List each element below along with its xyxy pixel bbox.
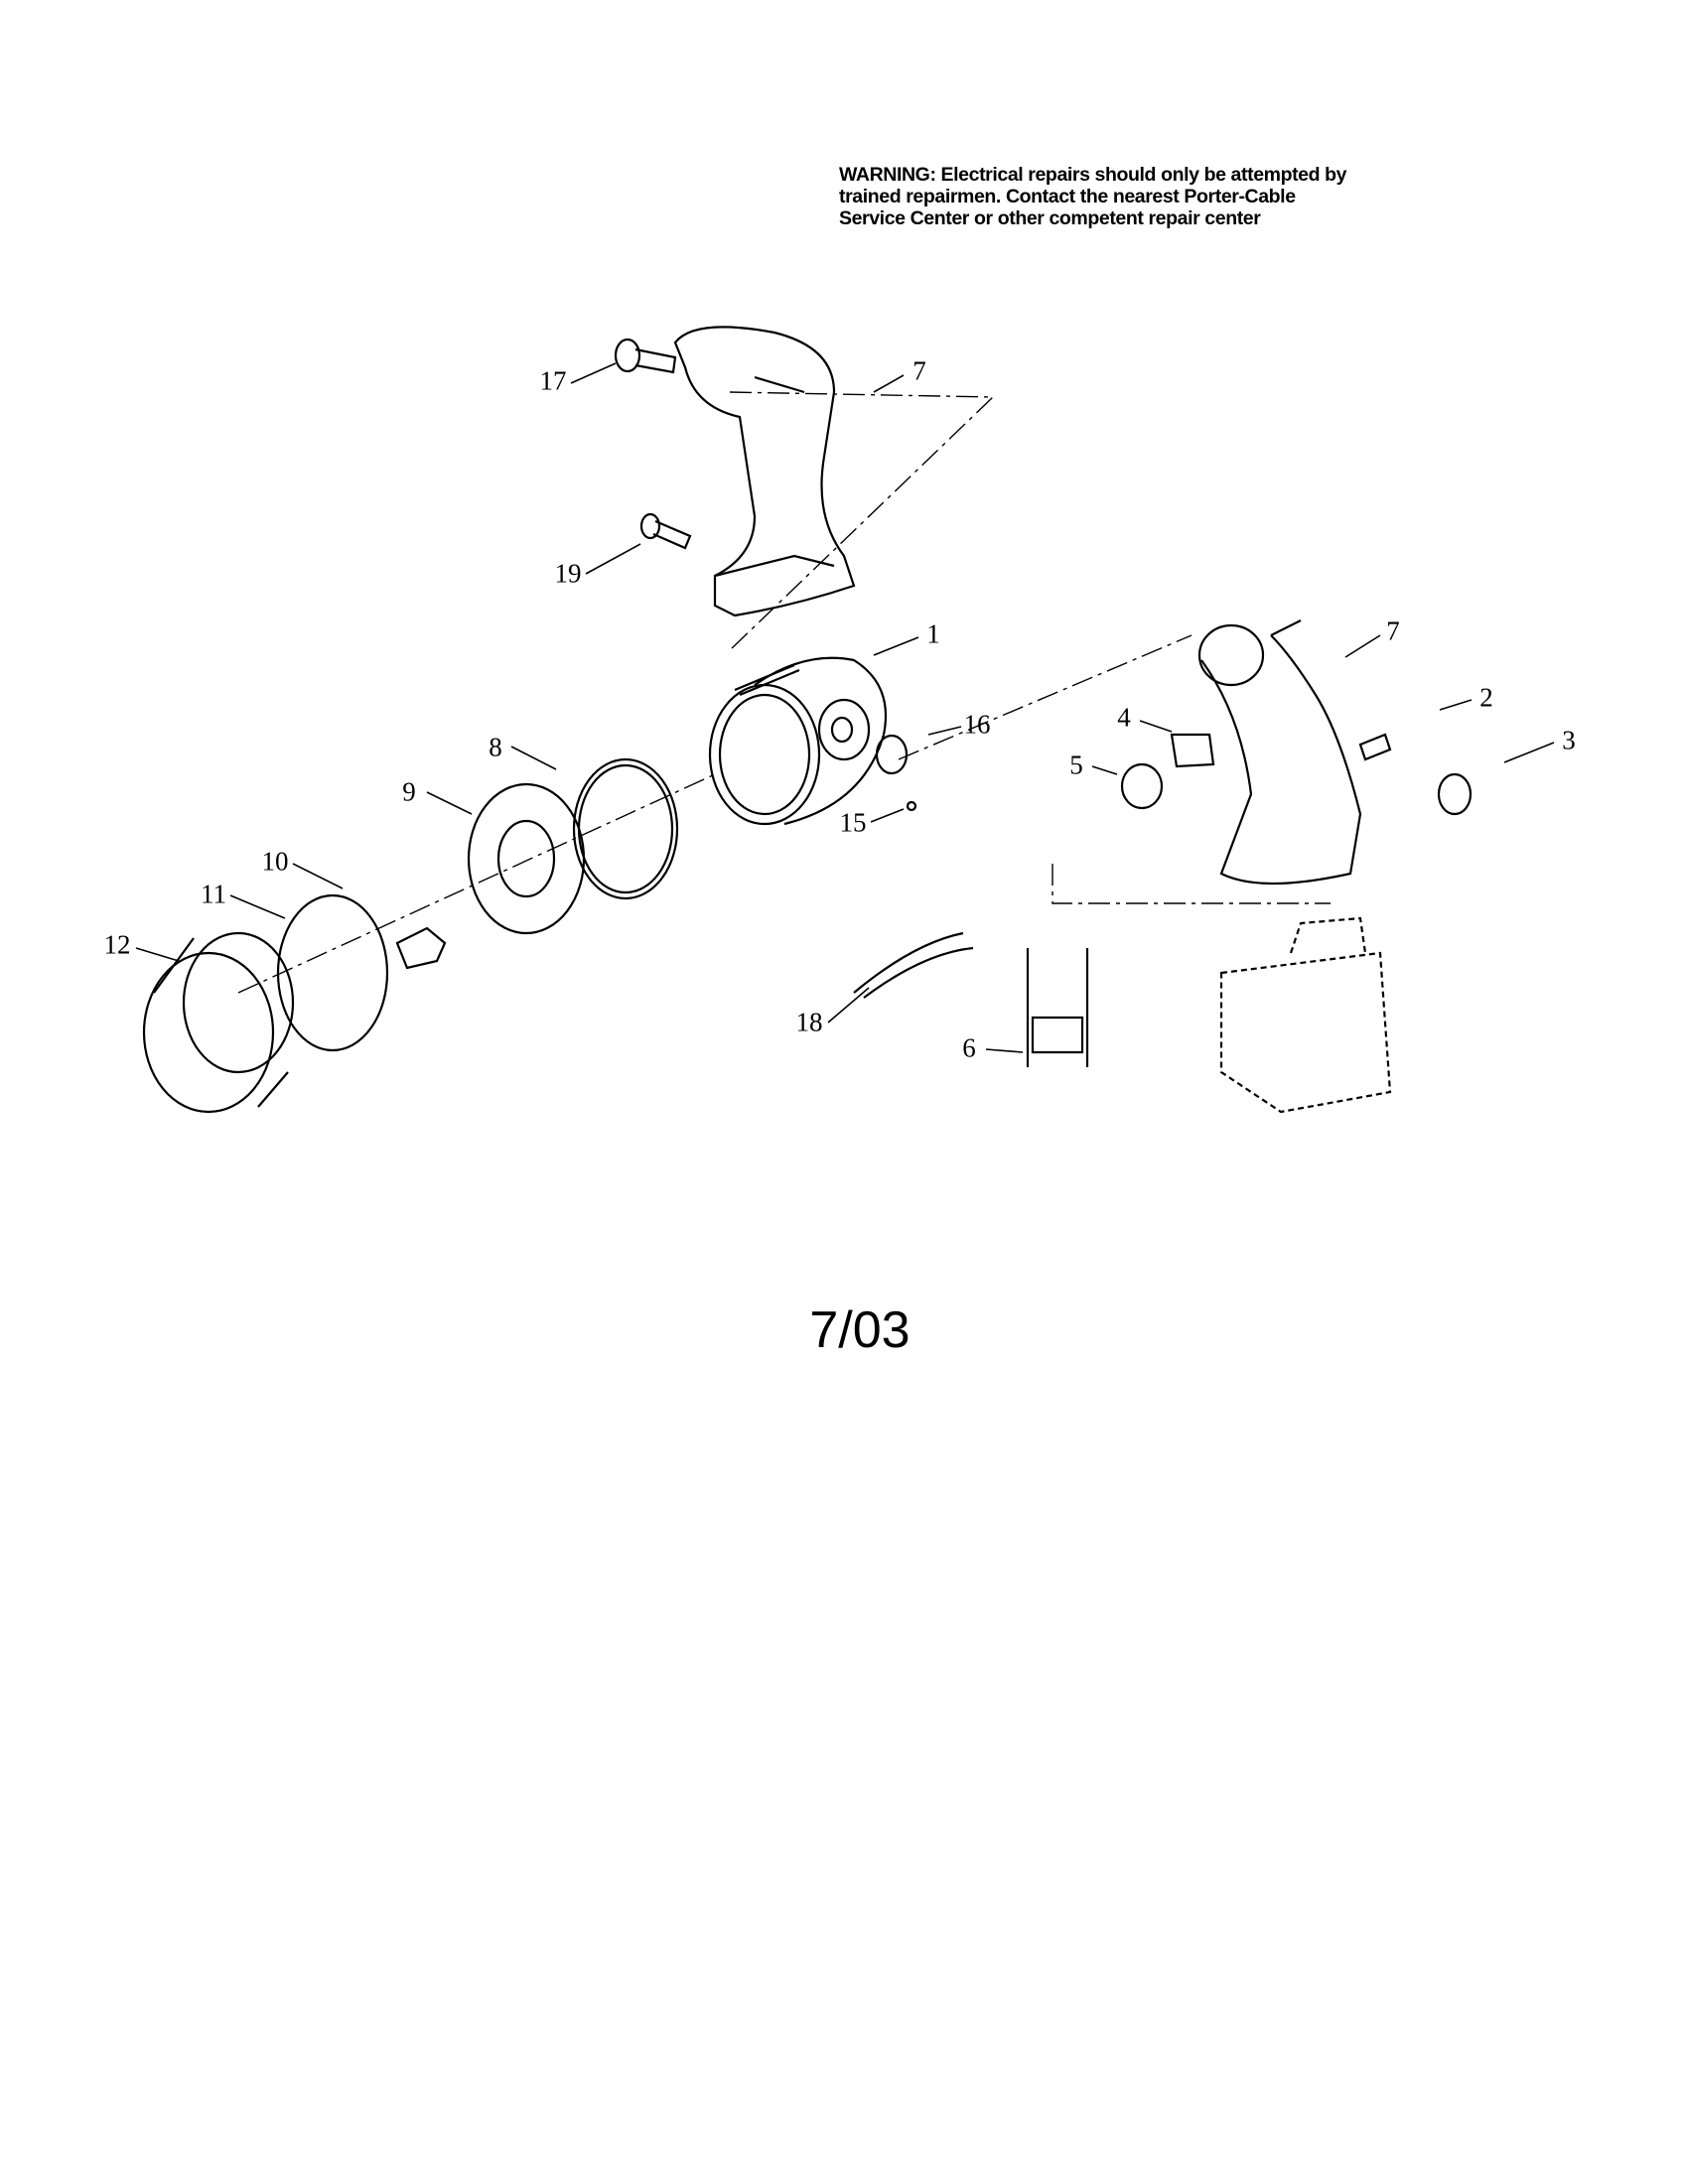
part-3-button — [1437, 772, 1473, 816]
callout-5: 5 — [1069, 750, 1083, 780]
part-17-knob — [614, 338, 677, 374]
callout-8: 8 — [489, 732, 502, 762]
part-12-bezel — [142, 931, 295, 1114]
battery-pack — [1219, 916, 1392, 1114]
callout-6: 6 — [962, 1032, 976, 1063]
part-7-housing-half-top — [673, 326, 856, 617]
callout-19: 19 — [554, 558, 582, 589]
callout-10: 10 — [261, 846, 289, 877]
warning-line: WARNING: Electrical repairs should only … — [839, 164, 1347, 186]
part-5-cap — [1120, 762, 1164, 810]
part-2-clip — [1358, 733, 1392, 761]
callout-16: 16 — [963, 709, 991, 740]
part-4-switch — [1170, 733, 1215, 768]
callout-1: 1 — [926, 618, 940, 649]
part-6-terminal — [1026, 948, 1089, 1067]
part-1-head-housing — [708, 656, 888, 826]
callout-12: 12 — [103, 929, 131, 960]
part-16-disc — [875, 734, 909, 775]
callout-7: 7 — [1386, 615, 1400, 646]
callout-3: 3 — [1562, 725, 1576, 755]
part-10-bulb — [395, 926, 447, 970]
callout-2: 2 — [1479, 682, 1493, 713]
part-9-reflector — [467, 782, 586, 935]
revision-date: 7/03 — [809, 1301, 911, 1359]
callout-7: 7 — [912, 355, 926, 386]
callout-15: 15 — [839, 807, 867, 838]
warning-line: trained repairmen. Contact the nearest P… — [839, 186, 1296, 207]
callout-18: 18 — [795, 1007, 823, 1037]
leader-lines — [135, 362, 1555, 1053]
part-19-screw — [639, 512, 692, 550]
warning-note: WARNING: Electrical repairs should only … — [839, 164, 1347, 229]
part-7-housing-half-right — [1197, 619, 1362, 886]
part-11-lens — [276, 893, 389, 1052]
callout-11: 11 — [201, 879, 226, 909]
center-lines — [237, 391, 1331, 994]
callout-17: 17 — [539, 365, 567, 396]
warning-line: Service Center or other competent repair… — [839, 207, 1261, 229]
part-18-wire — [853, 931, 974, 999]
callout-4: 4 — [1117, 702, 1131, 733]
callout-9: 9 — [402, 776, 416, 807]
part-8-oring — [572, 757, 679, 900]
part-15-screw — [906, 800, 917, 812]
